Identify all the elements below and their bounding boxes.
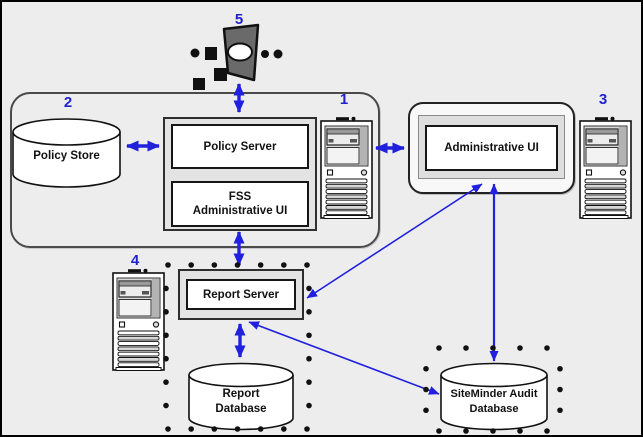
siteminder-audit-database-label: SiteMinder Audit Database [450, 388, 538, 415]
computer-tower-icon [579, 116, 632, 220]
fss-admin-ui-node: FSS Administrative UI [171, 181, 309, 227]
callout-number-web-agent: 5 [234, 11, 244, 28]
admin-ui-label: Administrative UI [444, 142, 539, 154]
callout-number-admin-ui-host: 3 [598, 91, 608, 108]
fss-admin-ui-line1: FSS [228, 191, 252, 203]
policy-store-label: Policy Store [33, 150, 100, 162]
admin-ui-node: Administrative UI [425, 125, 558, 171]
callout-number-report-server-host: 4 [130, 252, 140, 269]
callout-number-policy-server-host: 1 [339, 91, 349, 108]
report-database-label: Report Database [215, 388, 267, 415]
policy-server-label: Policy Server [203, 140, 277, 153]
fss-admin-ui-line2: Administrative UI [192, 205, 288, 217]
web-agent-icon [190, 23, 283, 90]
report-server-node: Report Server [186, 279, 296, 310]
policy-server-node: Policy Server [171, 124, 309, 169]
report-server-label: Report Server [202, 288, 280, 301]
callout-number-policy-store: 2 [63, 94, 73, 111]
computer-tower-icon [112, 267, 165, 372]
